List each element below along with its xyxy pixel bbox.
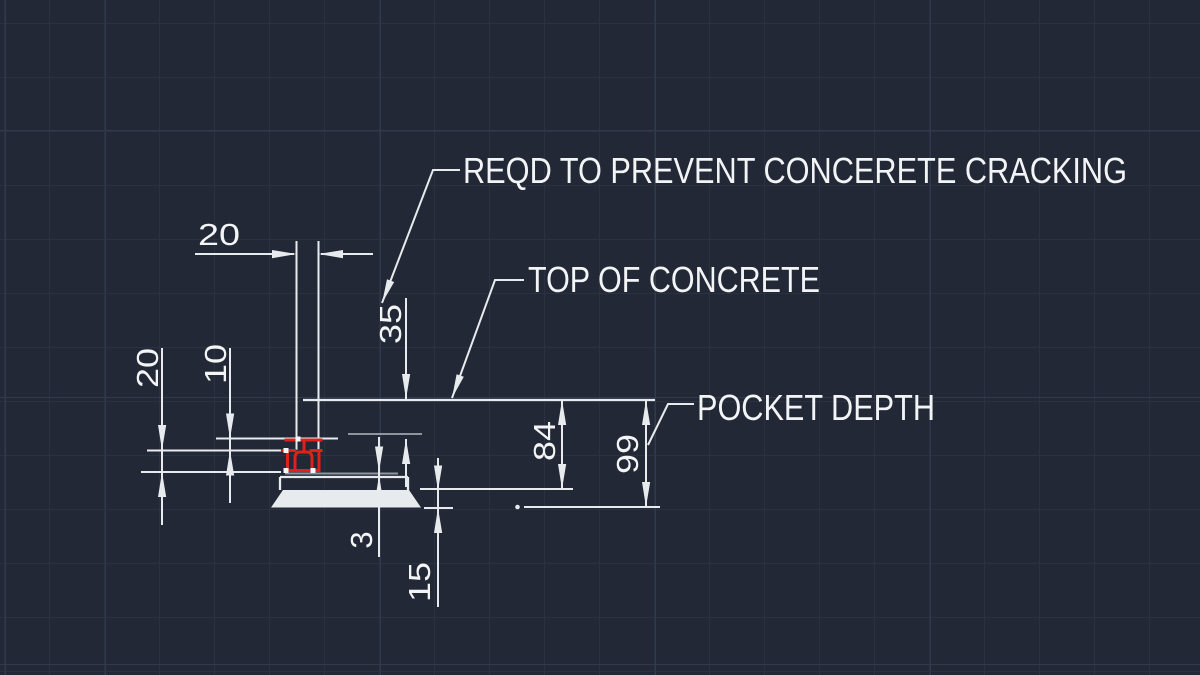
arrowhead-left-icon (318, 250, 343, 259)
cast-in-insert-highlighted[interactable] (281, 436, 323, 474)
leader-arrowhead-icon (382, 279, 395, 303)
dim-text-left-outer[interactable]: 20 (130, 348, 165, 388)
arrowhead-right-icon (272, 250, 297, 259)
insert-outer-cup[interactable] (286, 449, 321, 472)
arrowhead-down-icon (226, 413, 235, 439)
pocket-former-trapezoid[interactable] (271, 490, 421, 508)
pocket-depth-text[interactable]: POCKET DEPTH (697, 387, 935, 428)
pocket-former-box[interactable] (278, 475, 410, 490)
leader-line[interactable] (381, 169, 460, 304)
pocket-bottom-dash-dot[interactable] (515, 504, 520, 510)
dim-text-plate-thickness[interactable]: 3 (344, 531, 379, 548)
arrowhead-up-icon (434, 508, 443, 533)
leader-pocket-depth[interactable]: POCKET DEPTH (647, 387, 935, 446)
dim-pocket-depth-99[interactable]: 99 (610, 400, 651, 507)
dim-projection-35[interactable]: 35 (373, 298, 411, 487)
selection-grips[interactable] (283, 436, 316, 474)
arrowhead-up-icon (158, 472, 167, 497)
arrowhead-up-icon (402, 439, 411, 464)
leader-line[interactable] (451, 279, 524, 399)
dim-left-inner-10[interactable]: 10 (198, 344, 235, 503)
arrowhead-up-icon (642, 400, 651, 425)
pocket-bottom-lines[interactable] (420, 488, 660, 510)
grip-right-lower[interactable] (310, 468, 316, 473)
former-box-outline[interactable] (278, 475, 410, 490)
grip-left-lower[interactable] (283, 468, 289, 473)
former-trapezoid-solid[interactable] (271, 490, 421, 508)
grip-top[interactable] (295, 436, 301, 442)
dim-text-projection[interactable]: 35 (373, 304, 408, 344)
dim-former-height-15[interactable]: 15 (402, 458, 453, 607)
dim-text-pocket-depth-99[interactable]: 99 (610, 434, 645, 474)
dim-text-left-inner[interactable]: 10 (198, 344, 233, 384)
arrowhead-down-icon (158, 425, 167, 450)
note-cracking-text[interactable]: REQD TO PREVENT CONCERETE CRACKING (463, 150, 1127, 191)
arrowhead-down-icon (434, 465, 443, 491)
arrowhead-down-icon (558, 464, 567, 489)
arrowhead-up-icon (375, 475, 384, 501)
dim-text-bolt-spacing[interactable]: 20 (198, 217, 240, 252)
dim-left-outer-20[interactable]: 20 (130, 348, 167, 525)
grip-left-upper[interactable] (283, 448, 289, 453)
top-of-concrete-text[interactable]: TOP OF CONCRETE (528, 259, 820, 300)
dim-text-depth-84[interactable]: 84 (527, 421, 562, 461)
dim-plate-thickness-3[interactable]: 3 (344, 437, 384, 557)
arrowhead-down-icon (642, 482, 651, 507)
leader-arrowhead-icon (452, 374, 464, 398)
arrowhead-up-icon (226, 450, 235, 476)
leader-cracking-note[interactable]: REQD TO PREVENT CONCERETE CRACKING (381, 150, 1127, 304)
arrowhead-up-icon (558, 400, 567, 425)
dim-bolt-spacing-top[interactable]: 20 (195, 217, 373, 259)
arrowhead-down-icon (402, 374, 411, 399)
leader-top-of-concrete[interactable]: TOP OF CONCRETE (451, 259, 820, 399)
arrowhead-down-icon (375, 446, 384, 472)
dim-text-former-height[interactable]: 15 (402, 562, 437, 602)
dim-depth-84[interactable]: 84 (527, 400, 567, 489)
anchor-bolt-lines[interactable] (295, 241, 320, 450)
insert-inner-arch[interactable] (293, 450, 314, 472)
leader-line[interactable] (647, 403, 694, 446)
